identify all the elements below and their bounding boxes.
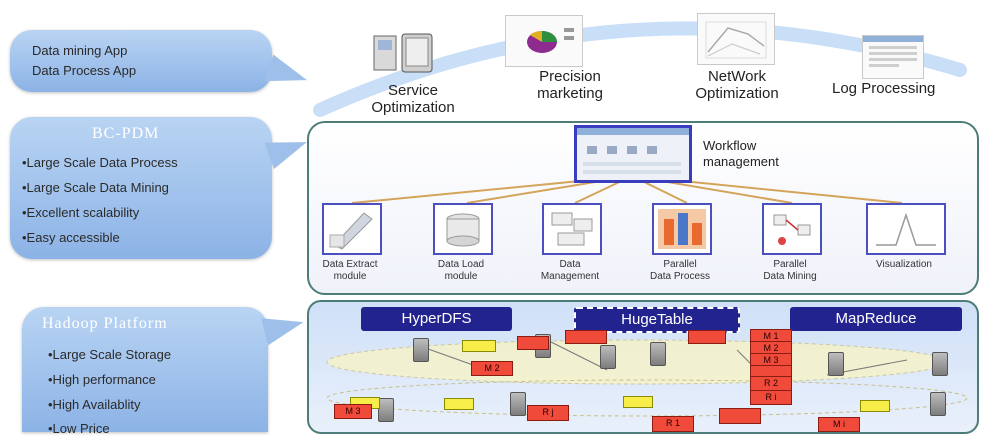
bcpdm-callout: BC-PDM •Large Scale Data Process •Large …	[10, 117, 312, 259]
module-parallel-data-process	[652, 203, 712, 255]
bcpdm-bullet-2: •Large Scale Data Mining	[22, 180, 169, 195]
map-node-mi-right: M i	[818, 417, 860, 432]
server-icon	[930, 392, 946, 416]
module-parallel-data-mining	[762, 203, 822, 255]
server-icon	[828, 352, 844, 376]
module-data-extract	[322, 203, 382, 255]
yellow-node	[860, 400, 890, 412]
header-hugetable: HugeTable	[574, 307, 740, 333]
map-node-m3-stack: M 3	[750, 353, 792, 367]
red-node	[688, 330, 726, 344]
network-optimization-thumbnail	[697, 13, 775, 65]
red-node	[565, 330, 607, 344]
map-node-m2-mid: M 2	[471, 361, 513, 376]
module-label-visualization: Visualization	[876, 259, 932, 270]
header-mapreduce: MapReduce	[790, 307, 962, 331]
bcpdm-bullet-4: •Easy accessible	[22, 230, 120, 245]
app-label-log-processing: Log Processing	[832, 80, 936, 97]
bcpdm-title: BC-PDM	[92, 125, 160, 142]
yellow-node	[444, 398, 474, 410]
workflow-thumbnail	[574, 125, 692, 183]
reduce-node-r2-stack: R 2	[750, 376, 792, 391]
module-data-management	[542, 203, 602, 255]
hadoop-callout: Hadoop Platform •Large Scale Storage •Hi…	[22, 307, 307, 436]
app-callout: Data mining App Data Process App	[10, 30, 312, 94]
app-callout-line-1: Data mining App	[32, 43, 128, 58]
red-node	[517, 336, 549, 350]
app-callout-line-2: Data Process App	[32, 63, 137, 78]
hadoop-bullet-3: •High Availablity	[48, 397, 141, 412]
hadoop-bullet-4: •Low Price	[48, 421, 110, 436]
reduce-node-rj: R j	[527, 405, 569, 421]
bcpdm-bullet-3: •Excellent scalability	[22, 205, 140, 220]
hadoop-title: Hadoop Platform	[42, 315, 168, 332]
header-hyperdfs: HyperDFS	[361, 307, 512, 331]
server-icon	[600, 345, 616, 369]
hadoop-bullet-2: •High performance	[48, 372, 156, 387]
reduce-node-ri-stack: R i	[750, 390, 792, 405]
module-visualization	[866, 203, 946, 255]
yellow-node	[462, 340, 496, 352]
server-icon	[510, 392, 526, 416]
server-icon	[650, 342, 666, 366]
log-processing-thumbnail	[862, 35, 924, 79]
server-icon	[932, 352, 948, 376]
map-node-m3-left: M 3	[334, 404, 372, 419]
server-icon	[413, 338, 429, 362]
module-data-load	[433, 203, 493, 255]
bcpdm-bullet-1: •Large Scale Data Process	[22, 155, 178, 170]
yellow-node	[623, 396, 653, 408]
hadoop-bullet-1: •Large Scale Storage	[48, 347, 172, 362]
precision-marketing-thumbnail	[505, 15, 583, 67]
service-optimization-thumbnail	[370, 30, 438, 78]
red-node	[719, 408, 761, 424]
reduce-node-r1-bottom: R 1	[652, 416, 694, 432]
server-icon	[378, 398, 394, 422]
